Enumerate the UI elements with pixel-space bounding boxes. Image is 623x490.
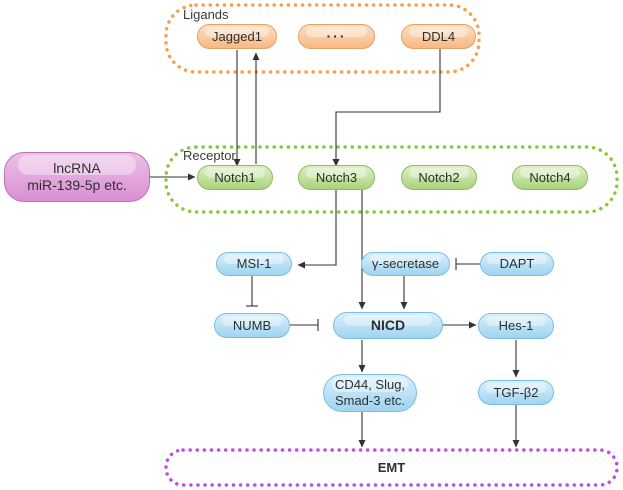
receptor-notch4-label: Notch4 — [529, 169, 571, 185]
node-dapt-label: DAPT — [499, 256, 535, 272]
node-tgfb2: TGF-β2 — [478, 380, 554, 405]
node-numb: NUMB — [214, 313, 290, 338]
node-msi1-label: MSI-1 — [236, 256, 272, 272]
ligand-ellipsis-label: ··· — [326, 28, 347, 45]
node-nicd: NICD — [333, 312, 443, 339]
receptor-notch4: Notch4 — [512, 165, 588, 190]
node-tgfb2-label: TGF-β2 — [493, 384, 539, 400]
receptor-notch1-label: Notch1 — [214, 169, 256, 185]
node-gamma-secretase: γ-secretase — [361, 252, 450, 276]
emt-group-outline — [164, 448, 619, 487]
node-dapt: DAPT — [480, 252, 554, 276]
node-numb-label: NUMB — [232, 317, 272, 333]
receptor-group-outline — [164, 145, 619, 214]
receptor-notch3: Notch3 — [298, 165, 375, 190]
receptor-notch1: Notch1 — [197, 165, 273, 190]
ligand-jagged1: Jagged1 — [197, 24, 277, 49]
node-cd44-line1: CD44, Slug, — [334, 377, 406, 393]
node-cd44-line2: Smad-3 etc. — [334, 393, 406, 408]
ligand-ddl4-label: DDL4 — [421, 28, 456, 44]
receptor-notch3-label: Notch3 — [315, 169, 358, 185]
ligand-ellipsis: ··· — [298, 24, 375, 49]
lncrna-line2: miR-139-5p etc. — [27, 177, 127, 193]
node-hes1-label: Hes-1 — [498, 318, 534, 334]
arrow-ddl4-to-notch3 — [332, 49, 441, 167]
emt-outcome: EMT — [166, 450, 617, 485]
receptor-notch2-label: Notch2 — [418, 169, 460, 185]
ligands-group-outline — [164, 3, 481, 74]
lncrna-node: lncRNA miR-139-5p etc. — [4, 152, 150, 202]
lncrna-line1: lncRNA — [53, 160, 101, 177]
node-gamma-secretase-label: γ-secretase — [371, 256, 440, 272]
ligands-group-label: Ligands — [183, 7, 229, 22]
receptor-notch2: Notch2 — [401, 165, 477, 190]
node-msi1: MSI-1 — [216, 252, 292, 276]
ligand-jagged1-label: Jagged1 — [212, 28, 262, 44]
node-cd44: CD44, Slug, Smad-3 etc. — [323, 374, 417, 412]
receptor-group-label: Receptor — [183, 148, 236, 163]
node-nicd-label: NICD — [370, 317, 406, 334]
emt-label: EMT — [377, 459, 406, 475]
ligand-ddl4: DDL4 — [401, 24, 476, 49]
arrow-notch3-to-msi1 — [297, 190, 337, 269]
node-hes1: Hes-1 — [478, 313, 554, 339]
